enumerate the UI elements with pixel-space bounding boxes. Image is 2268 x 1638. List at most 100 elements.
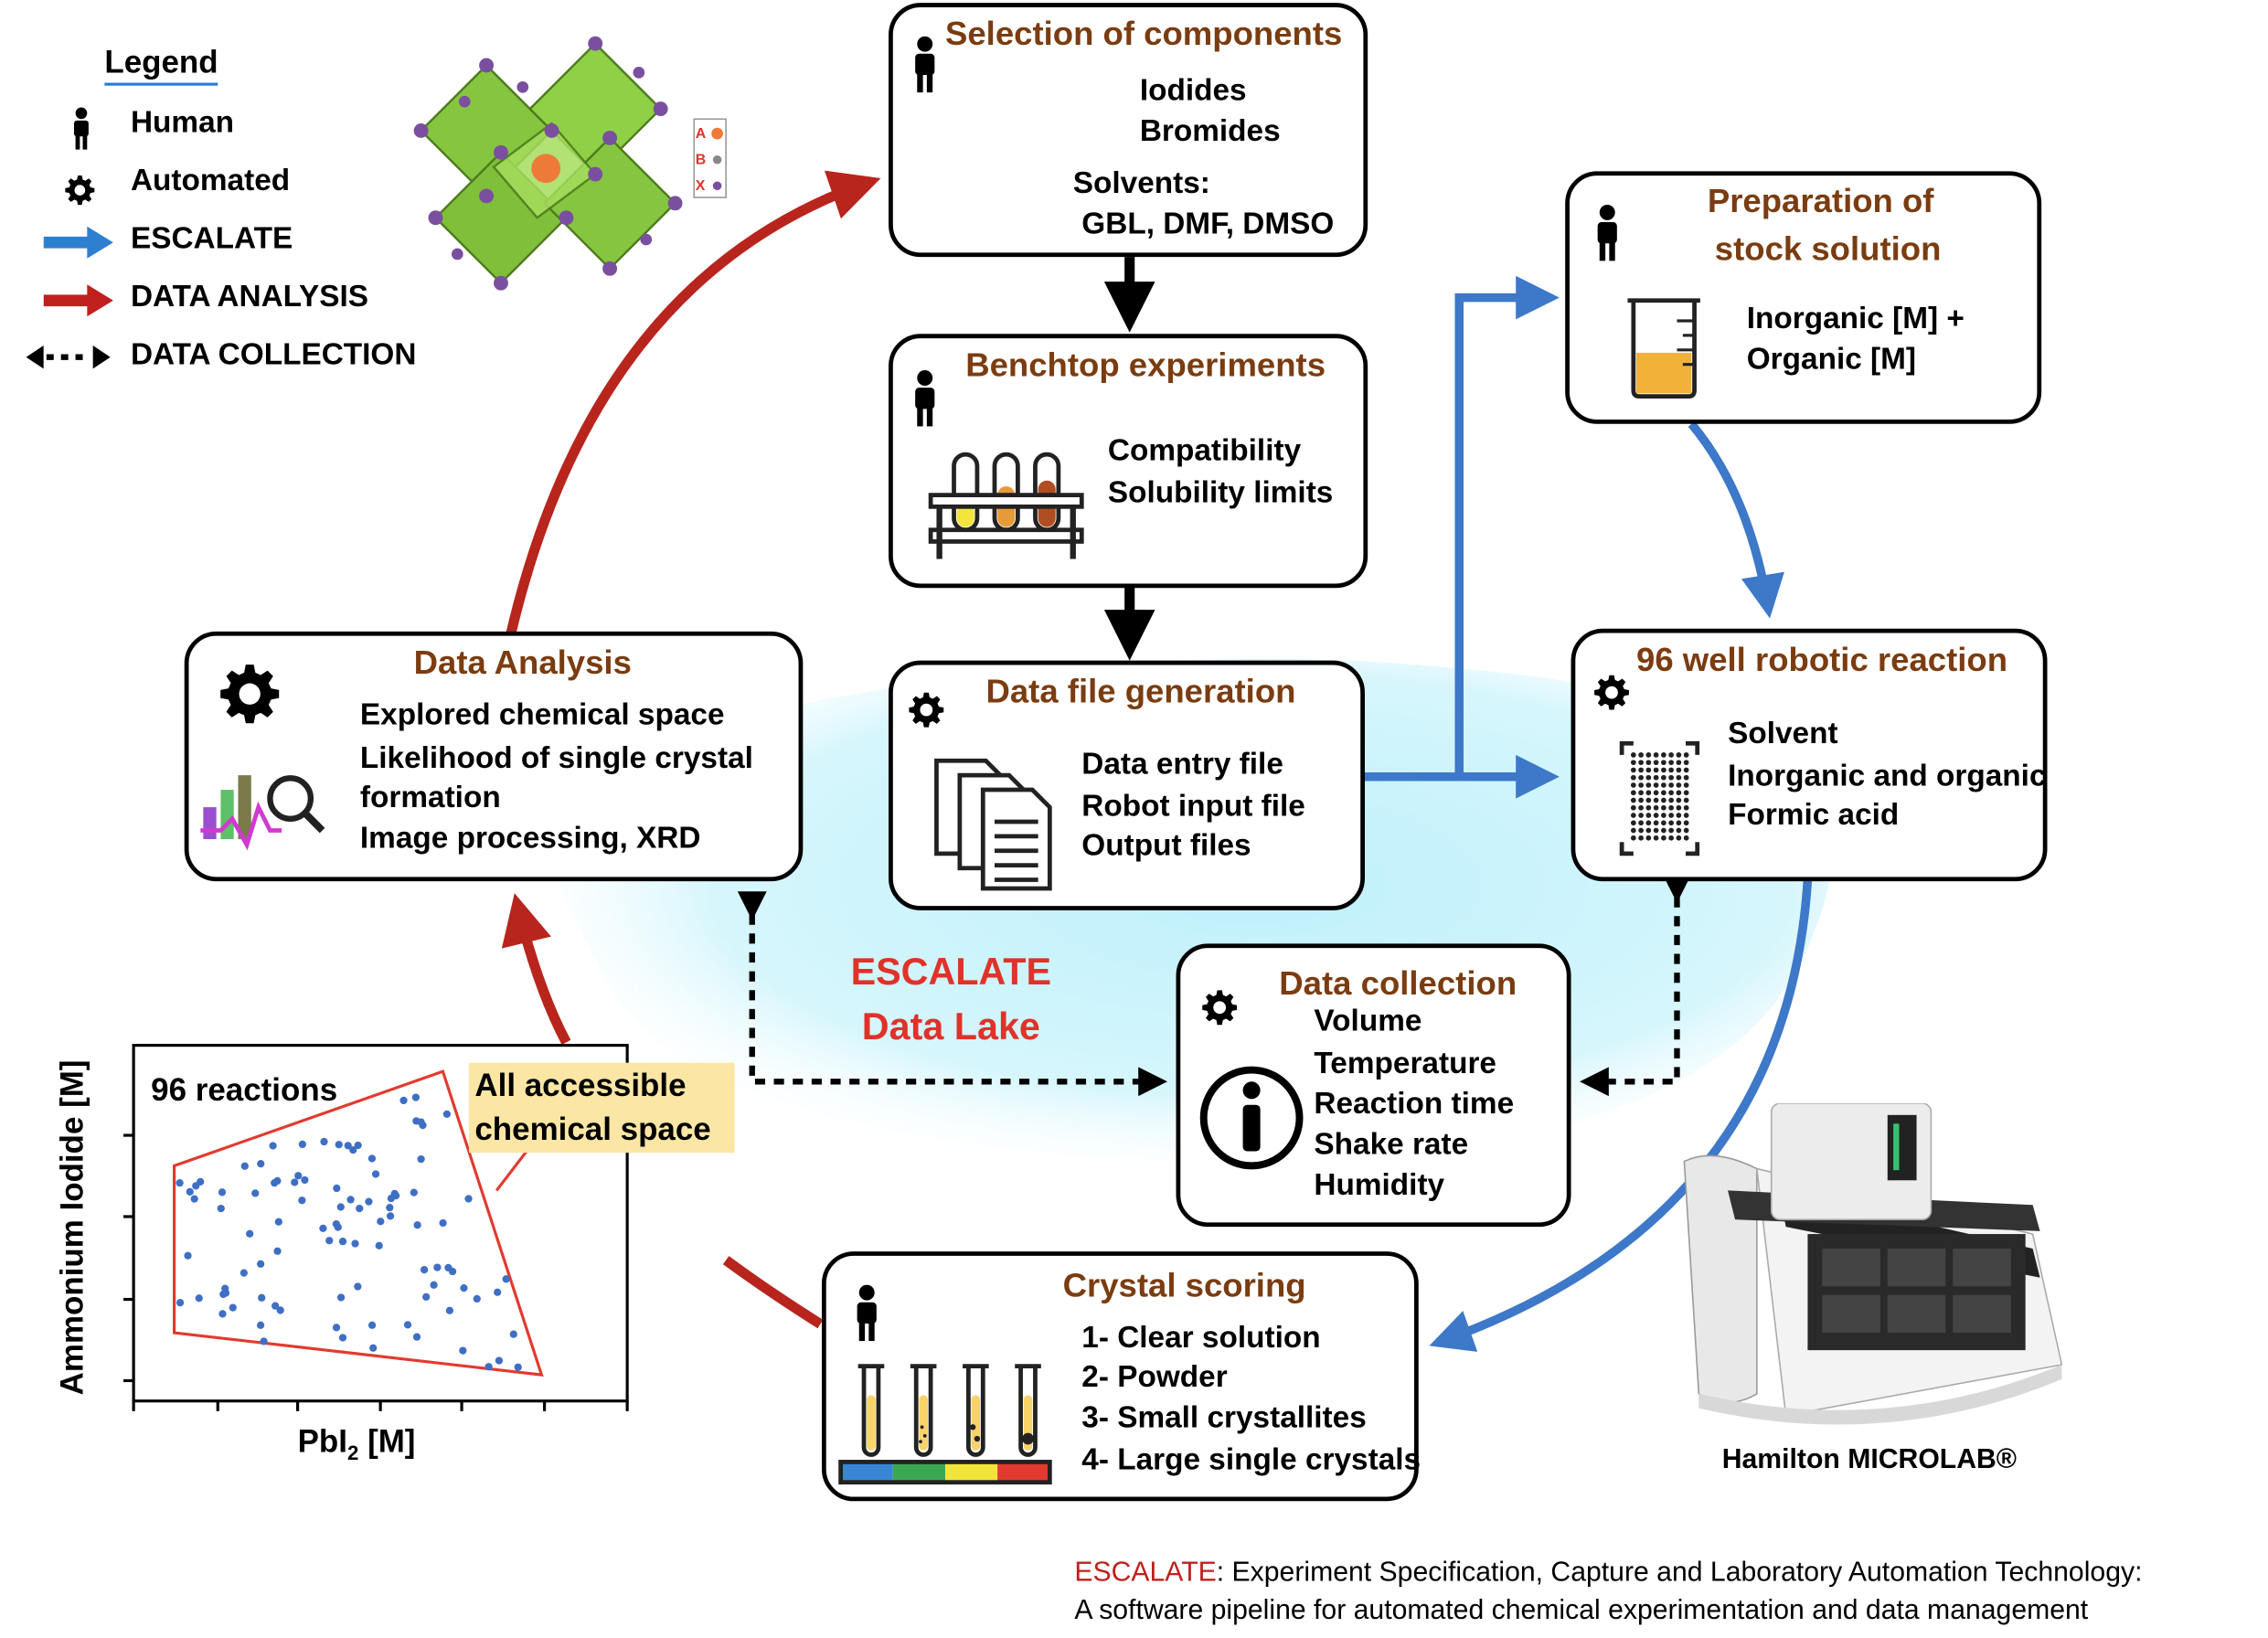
well — [1683, 782, 1689, 788]
reaction-point — [459, 1346, 467, 1355]
legend-data-collection-label: DATA COLLECTION — [130, 338, 417, 372]
gear-icon — [65, 176, 95, 206]
benchtop-line-solubility: Solubility limits — [1107, 475, 1334, 510]
reaction-point — [298, 1197, 306, 1205]
selection-line-solvent-list: GBL, DMF, DMSO — [1081, 207, 1335, 241]
well — [1676, 767, 1682, 773]
reaction-point — [257, 1160, 265, 1168]
reaction-point — [369, 1344, 378, 1352]
crystal-label-b: B — [695, 152, 707, 169]
well — [1661, 760, 1666, 766]
perovskite-crystal-illustration — [413, 36, 727, 291]
well — [1638, 820, 1644, 826]
human-icon — [915, 370, 935, 427]
reaction-point — [413, 1221, 421, 1229]
well — [1638, 767, 1644, 773]
info-icon — [1199, 1066, 1304, 1170]
reaction-point — [298, 1140, 306, 1149]
well — [1661, 752, 1666, 758]
reaction-point — [367, 1154, 377, 1163]
hamilton-microlab-robot-image — [1683, 1103, 2063, 1425]
red-arrow-icon — [43, 284, 113, 317]
selection-of-components-box: Selection of components Iodides Bromides… — [889, 3, 1368, 258]
escalate-data-lake-label: ESCALATE Data Lake — [835, 943, 1067, 1054]
well — [1645, 752, 1652, 758]
well — [1653, 813, 1659, 818]
reaction-point — [301, 1175, 309, 1185]
benchtop-experiments-box: Benchtop experiments Compatibility Solub… — [889, 334, 1368, 589]
reaction-point — [291, 1178, 299, 1186]
reaction-point — [509, 1330, 517, 1338]
plot-y-axis-label: Ammonium Iodide [M] — [53, 1059, 91, 1396]
well — [1676, 820, 1682, 826]
well — [1683, 767, 1689, 773]
reaction-point — [240, 1269, 248, 1277]
well — [1661, 797, 1666, 803]
reaction-point — [192, 1182, 200, 1190]
reaction-point — [195, 1294, 203, 1303]
accessible-space-boundary — [173, 1069, 544, 1377]
reaction-point — [422, 1292, 431, 1301]
reaction-point — [390, 1189, 399, 1198]
reaction-point — [484, 1363, 493, 1371]
well — [1668, 774, 1674, 781]
reaction-point — [251, 1189, 260, 1197]
well — [1683, 760, 1689, 766]
well — [1630, 767, 1636, 773]
reaction-point — [276, 1306, 284, 1314]
data-collection-box: Data collection Volume Temperature React… — [1176, 943, 1571, 1228]
reaction-point — [336, 1293, 346, 1302]
collection-title: Data collection — [1279, 963, 1517, 1002]
reaction-point — [258, 1293, 266, 1302]
collection-line-shake-rate: Shake rate — [1314, 1128, 1469, 1162]
reaction-point — [410, 1188, 418, 1197]
reaction-point — [346, 1196, 355, 1204]
well — [1668, 767, 1674, 773]
human-icon — [857, 1284, 877, 1342]
hamilton-microlab-label: Hamilton MICROLAB® — [1721, 1444, 2018, 1475]
reaction-point — [444, 1263, 453, 1272]
reaction-point — [332, 1324, 341, 1332]
well — [1676, 827, 1682, 834]
well — [1668, 827, 1674, 834]
reaction-point — [336, 1203, 345, 1211]
well — [1676, 797, 1682, 803]
well — [1630, 752, 1636, 758]
well — [1630, 820, 1636, 826]
footer-acronym: ESCALATE — [1074, 1558, 1217, 1589]
well — [1630, 790, 1636, 796]
well — [1630, 782, 1636, 788]
reaction-point — [420, 1265, 429, 1274]
x-axis-label-main: PbI — [297, 1422, 347, 1460]
reaction-point — [176, 1299, 185, 1307]
analysis-line-image-processing: Image processing, XRD — [359, 821, 701, 856]
well — [1653, 782, 1659, 788]
well — [1645, 767, 1652, 773]
well — [1653, 790, 1659, 796]
well — [1645, 820, 1652, 826]
legend-escalate-label: ESCALATE — [130, 222, 293, 256]
data-file-title: Data file generation — [985, 672, 1296, 710]
dotted-arrow-lake-to-collection — [737, 891, 1167, 1097]
reaction-point — [272, 1302, 280, 1310]
reaction-point — [495, 1356, 504, 1365]
reaction-point — [412, 1117, 421, 1125]
well — [1638, 813, 1644, 818]
reaction-point — [412, 1333, 421, 1341]
reaction-point — [190, 1195, 198, 1203]
well — [1630, 813, 1636, 818]
crystal-label-a: A — [695, 126, 707, 143]
reaction-point — [367, 1321, 377, 1329]
well — [1630, 804, 1636, 811]
gear-icon — [1594, 675, 1629, 710]
well — [1661, 782, 1666, 788]
well — [1683, 820, 1689, 826]
reaction-point — [256, 1260, 265, 1268]
scored-test-tubes-icon — [838, 1364, 1052, 1485]
analysis-title: Data Analysis — [413, 643, 632, 681]
scoring-line-clear: 1- Clear solution — [1081, 1321, 1321, 1355]
accessible-space-callout: All accessible chemical space — [469, 1062, 735, 1154]
benchtop-line-compatibility: Compatibility — [1107, 433, 1302, 468]
stock-title-line2: stock solution — [1714, 229, 1942, 268]
selection-line-bromides: Bromides — [1139, 114, 1281, 149]
